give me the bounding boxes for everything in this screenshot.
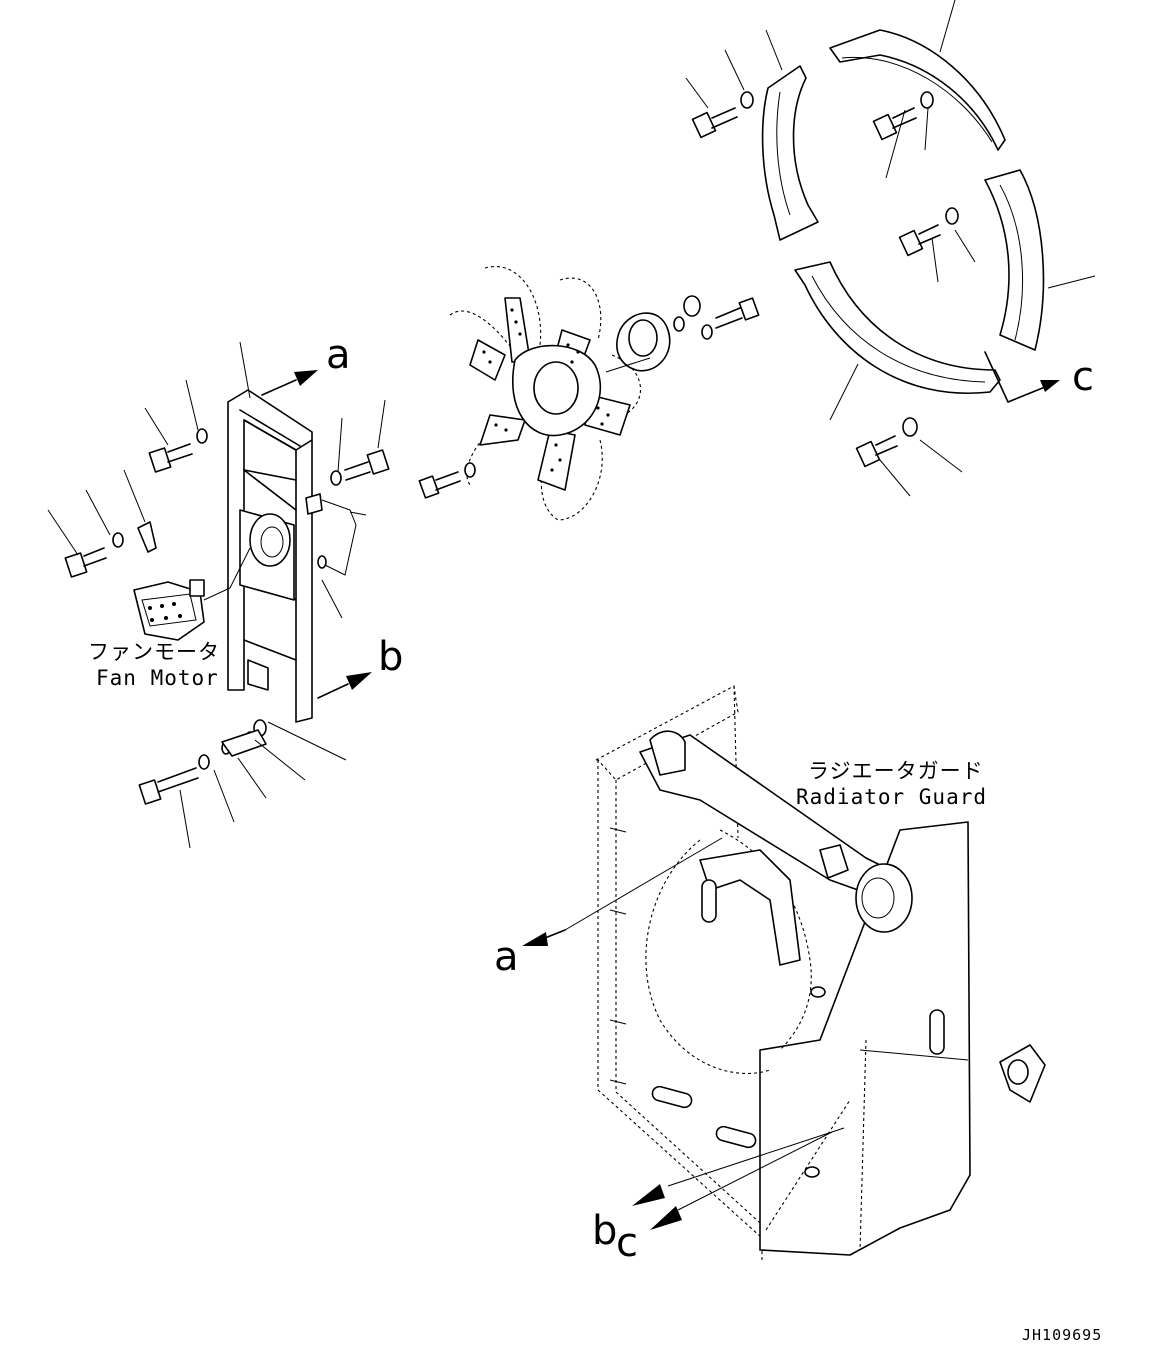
ref-letter-a-top: a [326,332,351,378]
bracket-bolt-right [330,449,390,486]
fan-motor-label-en: Fan Motor [96,666,219,690]
fan-coupling [616,295,760,372]
ref-letter-a-bottom: a [494,934,519,980]
ref-letter-b-bottom: b [592,1208,617,1254]
fan-motor-label-jp: ファンモータ [88,640,220,664]
fan-bolt-left [418,462,476,499]
fan-assembly [418,266,760,521]
shroud-bolt-3 [898,207,959,257]
radiator-guard-label-jp: ラジエータガード [808,759,984,783]
bracket-bolt-mid [64,532,124,578]
ref-letter-c-bottom: c [616,1220,638,1266]
radiator-guard [522,685,1046,1260]
bracket-bolt-top [148,428,208,473]
shroud-bolt-4 [855,417,918,468]
fan-motor-bracket [47,341,390,849]
shroud-bolt-2 [872,91,934,141]
shroud-bolt-1 [691,91,754,139]
fan-motor [133,547,251,641]
ref-letter-c-top: c [1072,354,1094,400]
drawing-code: JH109695 [1022,1326,1102,1344]
ref-letter-b-top: b [378,634,403,680]
fan-shroud [685,0,1096,497]
bracket-bolt-bottom [138,719,267,805]
radiator-guard-label-en: Radiator Guard [796,785,987,809]
